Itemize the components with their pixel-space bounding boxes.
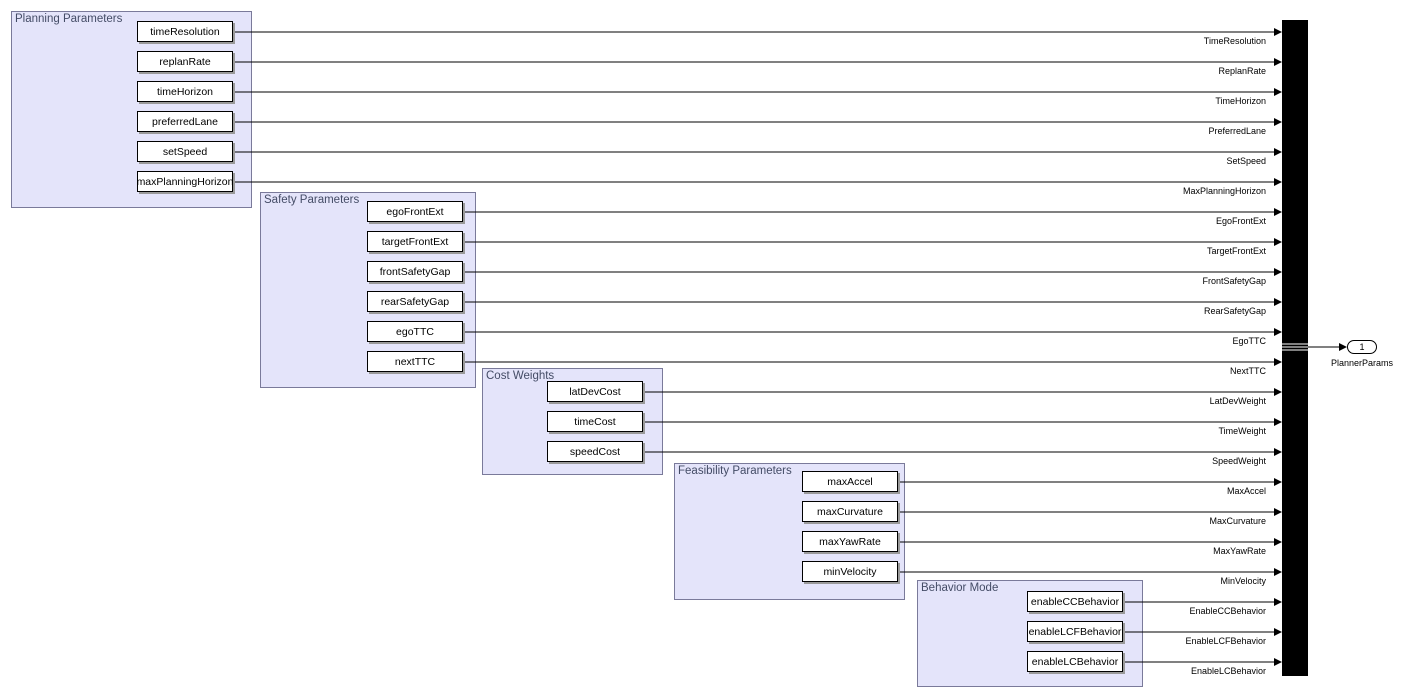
signal-label: EnableLCBehavior [1191, 666, 1266, 676]
constant-block-enableLCFBehavior[interactable]: enableLCFBehavior [1027, 621, 1123, 642]
signal-label: TimeHorizon [1215, 96, 1266, 106]
signal-label: SetSpeed [1226, 156, 1266, 166]
signal-label: EnableCCBehavior [1189, 606, 1266, 616]
constant-block-replanRate[interactable]: replanRate [137, 51, 233, 72]
outport-label: PlannerParams [1330, 358, 1394, 368]
constant-block-frontSafetyGap[interactable]: frontSafetyGap [367, 261, 463, 282]
constant-block-setSpeed[interactable]: setSpeed [137, 141, 233, 162]
constant-block-speedCost[interactable]: speedCost [547, 441, 643, 462]
signal-label: RearSafetyGap [1204, 306, 1266, 316]
area-title: Safety Parameters [264, 194, 360, 206]
area-title: Planning Parameters [15, 13, 123, 25]
constant-block-rearSafetyGap[interactable]: rearSafetyGap [367, 291, 463, 312]
constant-block-preferredLane[interactable]: preferredLane [137, 111, 233, 132]
bus-creator-block[interactable] [1282, 20, 1308, 676]
constant-block-enableLCBehavior[interactable]: enableLCBehavior [1027, 651, 1123, 672]
signal-label: SpeedWeight [1212, 456, 1266, 466]
constant-block-egoFrontExt[interactable]: egoFrontExt [367, 201, 463, 222]
constant-block-timeCost[interactable]: timeCost [547, 411, 643, 432]
signal-label: MaxAccel [1227, 486, 1266, 496]
constant-block-maxYawRate[interactable]: maxYawRate [802, 531, 898, 552]
constant-block-timeHorizon[interactable]: timeHorizon [137, 81, 233, 102]
signal-label: TimeResolution [1204, 36, 1266, 46]
signal-label: PreferredLane [1208, 126, 1266, 136]
signal-label: MinVelocity [1220, 576, 1266, 586]
signal-label: TargetFrontExt [1207, 246, 1267, 256]
signal-label: MaxYawRate [1213, 546, 1266, 556]
area-title: Cost Weights [486, 370, 555, 382]
signal-label: FrontSafetyGap [1202, 276, 1266, 286]
signal-label: EgoFrontExt [1216, 216, 1267, 226]
area-planning-parameters[interactable]: Planning Parameters [11, 11, 252, 208]
signal-label: EnableLCFBehavior [1185, 636, 1266, 646]
constant-block-maxPlanningHorizon[interactable]: maxPlanningHorizon [137, 171, 233, 192]
signal-label: LatDevWeight [1210, 396, 1267, 406]
area-title: Feasibility Parameters [678, 465, 792, 477]
constant-block-maxCurvature[interactable]: maxCurvature [802, 501, 898, 522]
signal-label: MaxCurvature [1209, 516, 1266, 526]
signal-label: MaxPlanningHorizon [1183, 186, 1266, 196]
constant-block-minVelocity[interactable]: minVelocity [802, 561, 898, 582]
signal-label: TimeWeight [1218, 426, 1266, 436]
area-title: Behavior Mode [921, 582, 999, 594]
signal-label: NextTTC [1230, 366, 1267, 376]
constant-block-enableCCBehavior[interactable]: enableCCBehavior [1027, 591, 1123, 612]
signal-label: ReplanRate [1218, 66, 1266, 76]
outport-number: 1 [1359, 342, 1365, 352]
constant-block-egoTTC[interactable]: egoTTC [367, 321, 463, 342]
outport-block[interactable]: 1 [1347, 340, 1377, 354]
constant-block-timeResolution[interactable]: timeResolution [137, 21, 233, 42]
constant-block-nextTTC[interactable]: nextTTC [367, 351, 463, 372]
constant-block-latDevCost[interactable]: latDevCost [547, 381, 643, 402]
constant-block-maxAccel[interactable]: maxAccel [802, 471, 898, 492]
constant-block-targetFrontExt[interactable]: targetFrontExt [367, 231, 463, 252]
signal-label: EgoTTC [1232, 336, 1266, 346]
